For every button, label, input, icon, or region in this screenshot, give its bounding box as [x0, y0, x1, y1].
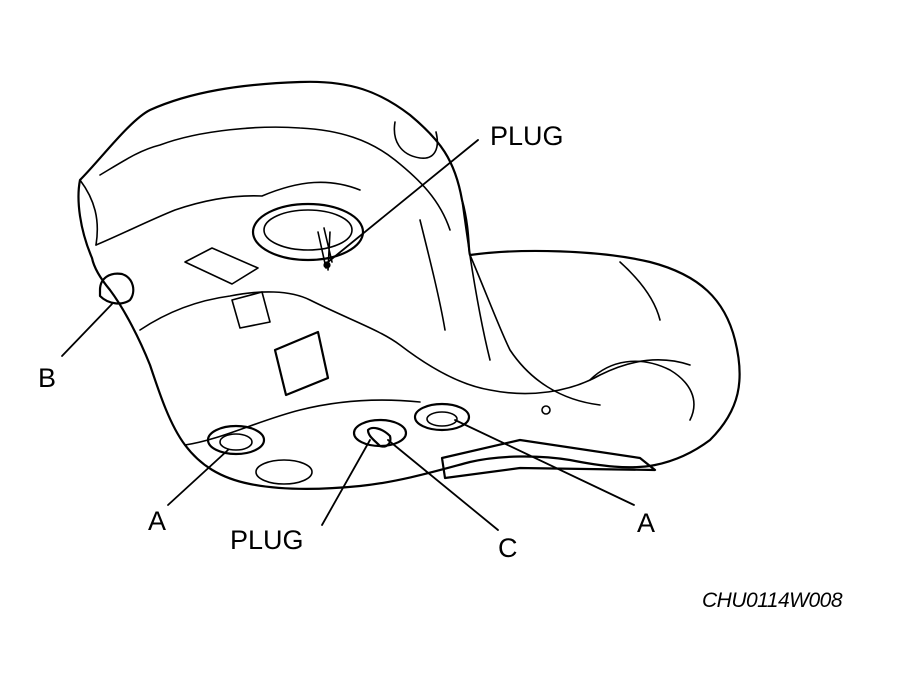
label-plug-bottom: PLUG [230, 525, 304, 555]
tank-saddle-fold [419, 199, 491, 361]
figure-code: CHU0114W008 [702, 589, 843, 612]
tank-ridge-inner [95, 181, 361, 246]
tank-top-bump [393, 121, 439, 159]
tank-lower-edge [184, 399, 421, 446]
drain-c-outer [352, 418, 408, 448]
tank-outline [77, 80, 741, 490]
center-pad [273, 330, 330, 397]
boss-b [98, 272, 135, 305]
small-rivet [541, 405, 551, 415]
lower-oval [255, 459, 313, 485]
pump-opening-inner [263, 209, 353, 251]
leader-a-left [167, 449, 229, 506]
boss-a-left-inner [219, 433, 253, 451]
label-c: C [498, 533, 518, 563]
upper-pad [184, 247, 259, 285]
label-b: B [38, 363, 57, 393]
leader-a-right [454, 419, 635, 506]
tank-surface-line [139, 291, 691, 395]
label-plug-top: PLUG [490, 121, 564, 151]
heat-shield [440, 438, 657, 480]
tank-ridge [79, 126, 451, 246]
label-a-right: A [637, 508, 656, 538]
top-plug-dot [323, 261, 331, 269]
leader-c [387, 439, 499, 531]
drain-c-plug [366, 426, 392, 448]
leader-b [61, 303, 113, 357]
pump-opening-outer [251, 202, 365, 262]
leader-plug-top [327, 139, 479, 263]
small-bracket [231, 291, 271, 329]
label-a-left: A [148, 506, 167, 536]
boss-a-left-outer [206, 424, 266, 456]
boss-a-right-inner [426, 411, 458, 427]
tank-right-lobe [469, 254, 695, 421]
boss-a-right-outer [413, 402, 471, 432]
leader-plug-bottom [321, 439, 371, 526]
